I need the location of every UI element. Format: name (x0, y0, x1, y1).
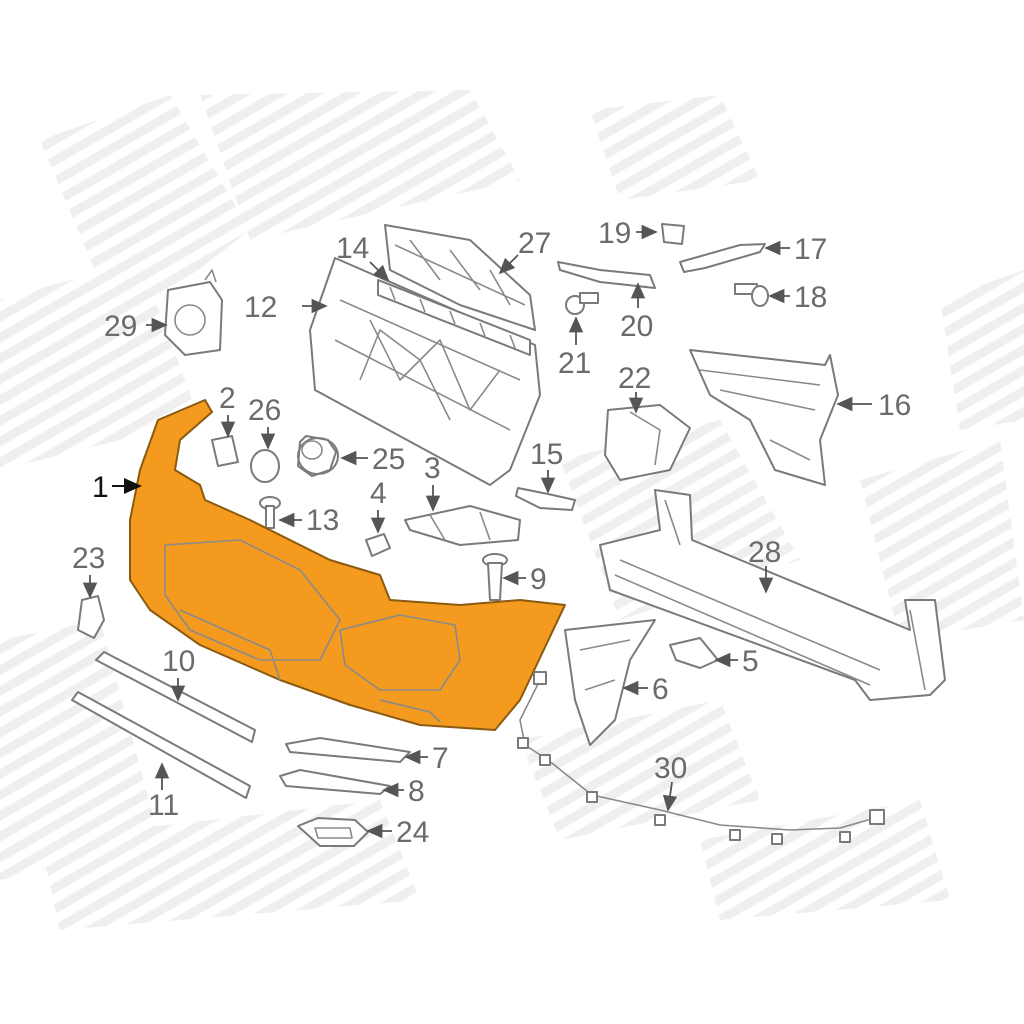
callout-23: 23 (72, 542, 105, 575)
part-25-sensor[interactable] (297, 435, 339, 477)
part-17-bracket[interactable] (679, 243, 766, 273)
callout-29: 29 (104, 310, 137, 343)
callout-24: 24 (396, 816, 429, 849)
callout-11: 11 (148, 789, 179, 822)
part-12-grille-carrier[interactable] (309, 257, 541, 486)
part-13-screw[interactable] (259, 496, 281, 529)
part-21-screw[interactable] (565, 292, 599, 315)
callout-3: 3 (424, 452, 441, 485)
part-7-trim[interactable] (285, 737, 411, 763)
callout-26: 26 (248, 394, 281, 427)
callout-2: 2 (219, 382, 236, 415)
callout-28: 28 (748, 536, 781, 569)
callout-6: 6 (652, 673, 669, 706)
callout-12: 12 (244, 291, 277, 324)
callout-16: 16 (878, 389, 911, 422)
callout-13: 13 (306, 504, 339, 537)
part-6-bracket[interactable] (564, 619, 656, 746)
part-2-clip[interactable] (211, 435, 239, 467)
callout-9: 9 (530, 563, 547, 596)
callout-17: 17 (794, 233, 827, 266)
part-30-wiring-harness[interactable] (517, 671, 885, 845)
part-16-bracket[interactable] (689, 349, 839, 486)
leader-lines (82, 224, 872, 839)
callout-labels: 1 2 26 25 13 4 3 15 9 23 10 11 12 14 27 … (72, 217, 911, 849)
part-28-impact-absorber[interactable] (599, 489, 946, 701)
part-27-upper-grille[interactable] (384, 224, 536, 331)
callout-8: 8 (408, 775, 425, 808)
part-4-small-clip[interactable] (365, 533, 391, 557)
part-5-cap[interactable] (669, 637, 719, 669)
callout-19: 19 (598, 217, 631, 250)
part-11-trim-strip[interactable] (71, 691, 251, 799)
part-22-cover[interactable] (604, 404, 691, 481)
callout-25: 25 (372, 443, 405, 476)
callout-7: 7 (432, 742, 449, 775)
callout-20: 20 (620, 310, 653, 343)
part-3-guide-bracket[interactable] (404, 505, 521, 546)
callout-1: 1 (92, 471, 109, 504)
callout-30: 30 (654, 752, 687, 785)
callout-10: 10 (162, 645, 195, 678)
part-18-bolt[interactable] (734, 283, 769, 307)
part-29-sensor-bracket[interactable] (164, 269, 223, 356)
part-14-grille-strip[interactable] (377, 279, 531, 356)
part-1-bumper-cover[interactable] (129, 399, 566, 731)
callout-21: 21 (558, 347, 591, 380)
callout-5: 5 (742, 645, 759, 678)
callout-4: 4 (370, 477, 387, 510)
part-8-trim[interactable] (279, 769, 391, 795)
part-26-plug-cap[interactable] (250, 449, 280, 483)
callout-14: 14 (336, 232, 369, 265)
callout-22: 22 (618, 362, 651, 395)
part-9-push-rivet[interactable] (482, 553, 508, 601)
callout-18: 18 (794, 281, 827, 314)
part-15-clip[interactable] (515, 487, 576, 511)
callout-15: 15 (530, 438, 563, 471)
part-20-bracket[interactable] (557, 261, 656, 289)
callout-27: 27 (518, 227, 551, 260)
part-19-nut[interactable] (661, 223, 685, 245)
